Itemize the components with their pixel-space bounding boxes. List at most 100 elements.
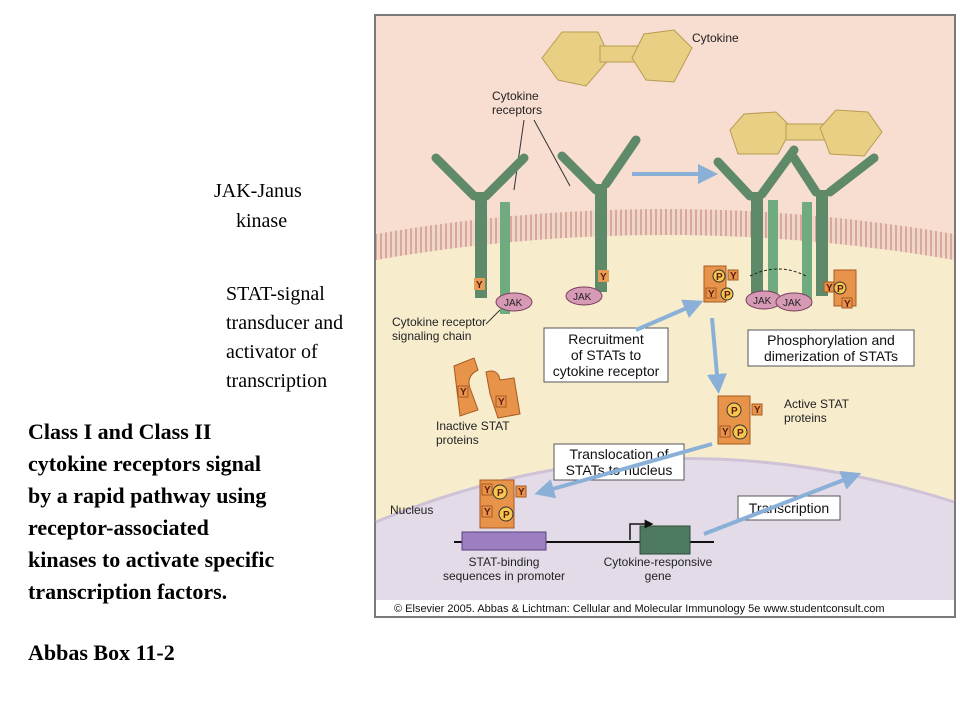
jak-label: JAK	[753, 296, 772, 307]
gene-label-line: gene	[645, 569, 672, 583]
jak-definition: JAK-Janus kinase	[214, 176, 302, 236]
jak-label: JAK	[783, 298, 802, 309]
phosphate-label: P	[724, 290, 731, 301]
caption-line: transcription factors.	[28, 579, 228, 604]
jak-label: JAK	[504, 298, 523, 309]
caption-line: cytokine receptors signal	[28, 451, 262, 476]
caption-line: by a rapid pathway using	[28, 483, 267, 508]
tyrosine-site	[474, 278, 485, 290]
tyrosine-label: Y	[518, 487, 525, 498]
stat-binding-sequence	[461, 531, 547, 551]
tyrosine-label: Y	[460, 387, 467, 398]
recruitment-label-line: of STATs to	[571, 347, 641, 363]
nucleus-label: Nucleus	[390, 503, 433, 517]
receptors-label-line: receptors	[492, 103, 542, 117]
active-stat-dimer: P Y Y P	[717, 395, 763, 445]
recruitment-label-line: cytokine receptor	[553, 363, 660, 379]
phosphate-label: P	[497, 488, 504, 499]
receptors-pointer	[533, 119, 571, 187]
signaling-chain-label-line: Cytokine receptor	[392, 315, 486, 329]
tyrosine-site	[598, 270, 609, 282]
phosphorylation-label-line: dimerization of STATs	[764, 348, 898, 364]
stat-definition-line: STAT-signal	[226, 283, 325, 305]
cytokine-bound	[729, 109, 883, 157]
tyrosine-site	[481, 483, 493, 496]
phosphate	[726, 402, 742, 418]
source-reference: Abbas Box 11-2	[28, 640, 175, 665]
stat-definition-line: transducer and	[226, 312, 344, 334]
inactive-stat-label-line: Inactive STAT	[436, 419, 510, 433]
translocation-arrow	[534, 442, 713, 499]
tyrosine-label: Y	[484, 485, 491, 496]
phosphate	[833, 281, 847, 295]
stat-dimer-on-receptor-right: Y P Y	[823, 269, 857, 310]
tyrosine-site	[751, 403, 763, 416]
caption-line: kinases to activate specific	[28, 547, 275, 572]
phosphate	[720, 287, 734, 301]
jak-label: JAK	[573, 292, 592, 303]
inactive-stat-proteins: Y Y	[453, 357, 521, 419]
recruitment-label-line: Recruitment	[568, 331, 644, 347]
stat-definition-line: transcription	[226, 370, 328, 392]
caption-line: receptor-associated	[28, 515, 209, 540]
receptors-pointer	[513, 119, 525, 191]
jak-stat-figure: Cytokine Cytokine receptors Y JAK Y JAK	[374, 14, 956, 618]
phosphate-label: P	[731, 406, 738, 417]
phosphate-label: P	[716, 272, 723, 283]
stat-dimer-on-receptor-left: P Y Y P	[703, 265, 739, 303]
recruitment-arrow	[635, 299, 704, 332]
tyrosine-label: Y	[730, 271, 737, 282]
jak-kinase	[495, 292, 533, 312]
tyrosine-site	[705, 287, 717, 299]
caption-line: Class I and Class II	[28, 419, 212, 444]
tyrosine-label: Y	[600, 272, 607, 283]
transcription-start-arrow	[629, 519, 654, 540]
tyrosine-site	[495, 395, 507, 408]
signaling-chain-pointer	[485, 309, 501, 325]
stat-binding-label-line: STAT-binding	[469, 555, 540, 569]
jak-definition-line: kinase	[236, 210, 288, 232]
tyrosine-label: Y	[708, 289, 715, 300]
jak-kinase	[775, 292, 813, 312]
phosphate	[732, 424, 748, 440]
tyrosine-site	[515, 485, 527, 498]
dimerization-arrow	[706, 317, 727, 394]
jak-stat-diagram: Cytokine Cytokine receptors Y JAK Y JAK	[374, 14, 956, 618]
phosphate-label: P	[503, 510, 510, 521]
receptors-label-line: Cytokine	[492, 89, 539, 103]
receptor-right-pair: JAK JAK	[713, 145, 879, 312]
tyrosine-site	[457, 385, 469, 398]
cytokine-responsive-gene	[639, 525, 691, 555]
tyrosine-label: Y	[722, 427, 729, 438]
tyrosine-label: Y	[498, 397, 505, 408]
copyright-notice: © Elsevier 2005. Abbas & Lichtman: Cellu…	[394, 603, 885, 615]
cytokine-molecule	[541, 29, 693, 87]
tyrosine-label: Y	[844, 299, 851, 310]
nuclear-stat-dimer: Y P Y Y P	[479, 479, 527, 529]
stat-definition-line: activator of	[226, 341, 318, 363]
jak-definition-line: JAK-Janus	[214, 180, 302, 202]
recruitment-box	[543, 327, 669, 383]
tyrosine-label: Y	[826, 283, 833, 294]
tyrosine-label: Y	[484, 507, 491, 518]
translocation-box	[553, 443, 685, 481]
tyrosine-site	[719, 425, 731, 438]
phosphorylation-label-line: Phosphorylation and	[767, 332, 895, 348]
translocation-label-line: Translocation of	[569, 446, 668, 462]
receptor-left-pair: Y JAK	[431, 153, 533, 314]
active-stat-label-line: proteins	[784, 411, 827, 425]
phosphate-label: P	[837, 284, 844, 295]
transcription-label: Transcription	[749, 500, 829, 516]
active-stat-label-line: Active STAT	[784, 397, 850, 411]
stat-binding-label-line: sequences in promoter	[443, 569, 565, 583]
jak-kinase	[565, 286, 603, 306]
phosphorylation-box	[747, 329, 915, 367]
phosphate	[712, 269, 726, 283]
slide-caption: Class I and Class II cytokine receptors …	[28, 416, 274, 608]
stat-definition: STAT-signal transducer and activator of …	[226, 280, 343, 396]
transcription-arrow	[703, 471, 862, 536]
tyrosine-label: Y	[754, 405, 761, 416]
tyrosine-site	[481, 505, 493, 518]
tyrosine-site	[727, 269, 739, 281]
cytokine-label: Cytokine	[692, 31, 739, 45]
